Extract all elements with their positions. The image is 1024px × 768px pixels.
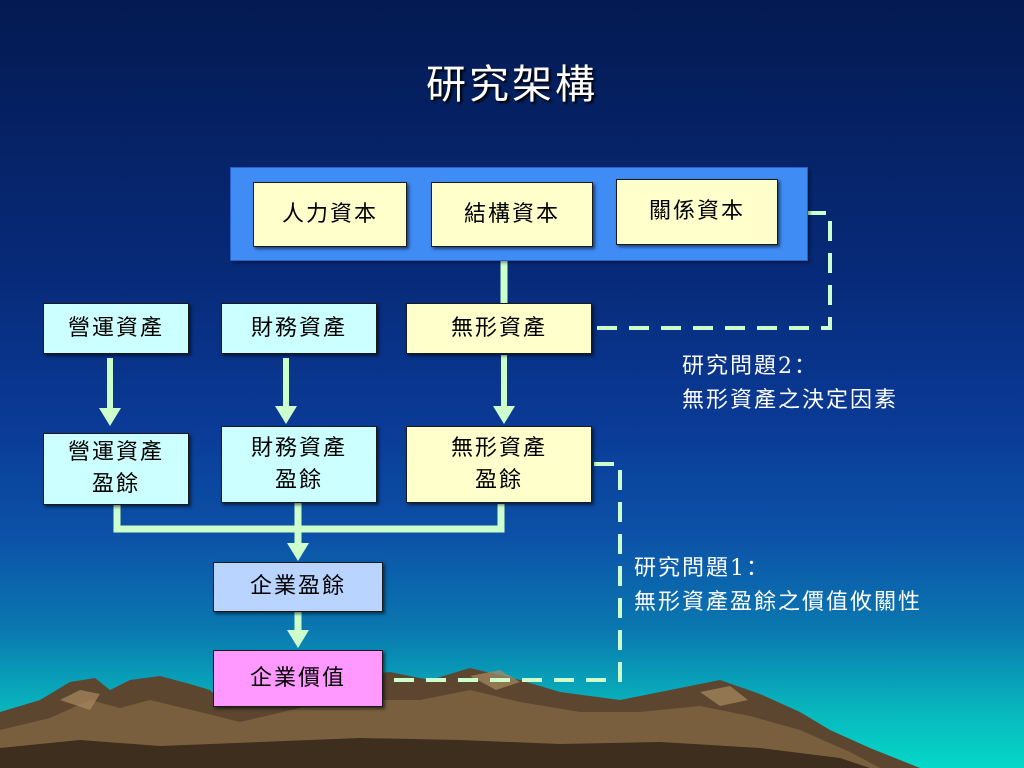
research-question2-label: 研究問題2： 無形資產之決定因素 [682, 350, 898, 418]
surplus-merge-connector [113, 502, 505, 561]
box-operating-assets: 營運資產 [43, 303, 189, 354]
arrow-intangible [493, 355, 515, 424]
box-intangible-assets: 無形資產 [406, 303, 592, 354]
arrow-surplus-to-value [287, 612, 309, 648]
box-intangible-surplus: 無形資產 盈餘 [406, 426, 592, 503]
research-question1-label: 研究問題1： 無形資產盈餘之價值攸關性 [634, 552, 922, 620]
box-operating-surplus: 營運資產 盈餘 [43, 433, 189, 505]
question2-text: 無形資產之決定因素 [682, 388, 899, 413]
page-title: 研究架構 [426, 62, 598, 108]
box-relational-capital: 關係資本 [616, 179, 778, 245]
financial-surplus-line2: 盈餘 [274, 467, 323, 493]
financial-surplus-line1: 財務資產 [250, 435, 347, 461]
question2-dashed-connector [592, 211, 832, 330]
box-enterprise-surplus: 企業盈餘 [213, 562, 383, 612]
operating-surplus-line1: 營運資產 [67, 440, 164, 465]
question1-title: 研究問題1： [634, 556, 770, 581]
arrow-operating [99, 358, 121, 426]
box-financial-surplus: 財務資產 盈餘 [221, 426, 377, 503]
box-enterprise-value: 企業價值 [213, 650, 383, 707]
arrow-financial [275, 358, 297, 424]
intangible-surplus-line1: 無形資產 [450, 435, 547, 461]
intangible-surplus-line2: 盈餘 [474, 467, 523, 493]
operating-surplus-line2: 盈餘 [91, 472, 140, 497]
question2-title: 研究問題2： [682, 354, 818, 379]
box-structural-capital: 結構資本 [431, 182, 593, 247]
question1-text: 無形資產盈餘之價值攸關性 [634, 590, 923, 615]
mountain-landscape [0, 668, 920, 768]
box-financial-assets: 財務資產 [221, 303, 377, 354]
box-human-capital: 人力資本 [253, 182, 407, 247]
question1-dashed-connector [384, 462, 622, 682]
